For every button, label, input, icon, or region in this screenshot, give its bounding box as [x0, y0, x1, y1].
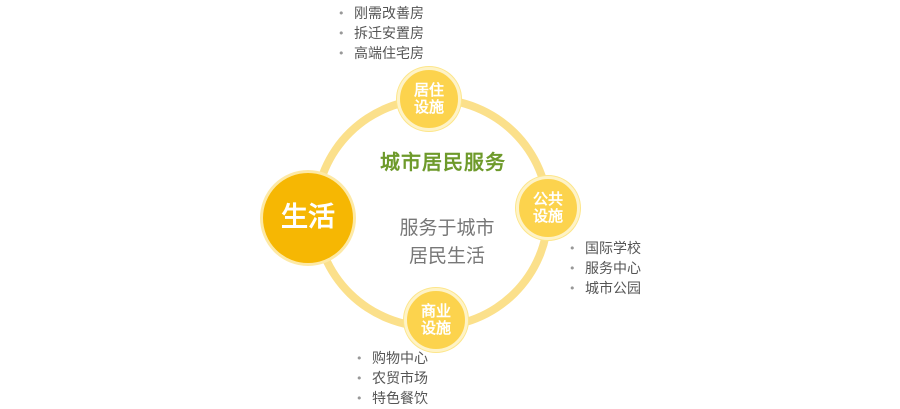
list-item: 服务中心 — [569, 259, 641, 279]
life-node-label: 生活 — [281, 202, 335, 234]
commerce-node-line1: 商业 — [420, 301, 451, 320]
list-item: 特色餐饮 — [356, 389, 428, 409]
housing-facilities-node: 居住 设施 — [397, 67, 461, 131]
list-item: 高端住宅房 — [338, 44, 424, 64]
list-item: 城市公园 — [569, 279, 641, 299]
public-node-line2: 设施 — [532, 207, 563, 225]
public-node-line1: 公共 — [532, 189, 563, 208]
public-bullet-list: 国际学校 服务中心 城市公园 — [569, 239, 641, 299]
housing-node-line2: 设施 — [413, 98, 444, 116]
list-item: 购物中心 — [356, 349, 428, 369]
commerce-node-line2: 设施 — [420, 319, 451, 337]
center-subtitle: 服务于城市 居民生活 — [392, 214, 502, 270]
commercial-facilities-node: 商业 设施 — [404, 288, 468, 352]
list-item: 拆迁安置房 — [338, 24, 424, 44]
center-subtitle-line2: 居民生活 — [408, 245, 485, 267]
public-facilities-node: 公共 设施 — [516, 176, 580, 240]
list-item: 农贸市场 — [356, 369, 428, 389]
center-title: 城市居民服务 — [380, 150, 506, 174]
life-node: 生活 — [260, 170, 356, 266]
center-subtitle-line1: 服务于城市 — [399, 217, 495, 239]
commerce-bullet-list: 购物中心 农贸市场 特色餐饮 — [356, 349, 428, 409]
list-item: 国际学校 — [569, 239, 641, 259]
housing-bullet-list: 刚需改善房 拆迁安置房 高端住宅房 — [338, 4, 424, 64]
housing-node-line1: 居住 — [413, 80, 444, 99]
list-item: 刚需改善房 — [338, 4, 424, 24]
